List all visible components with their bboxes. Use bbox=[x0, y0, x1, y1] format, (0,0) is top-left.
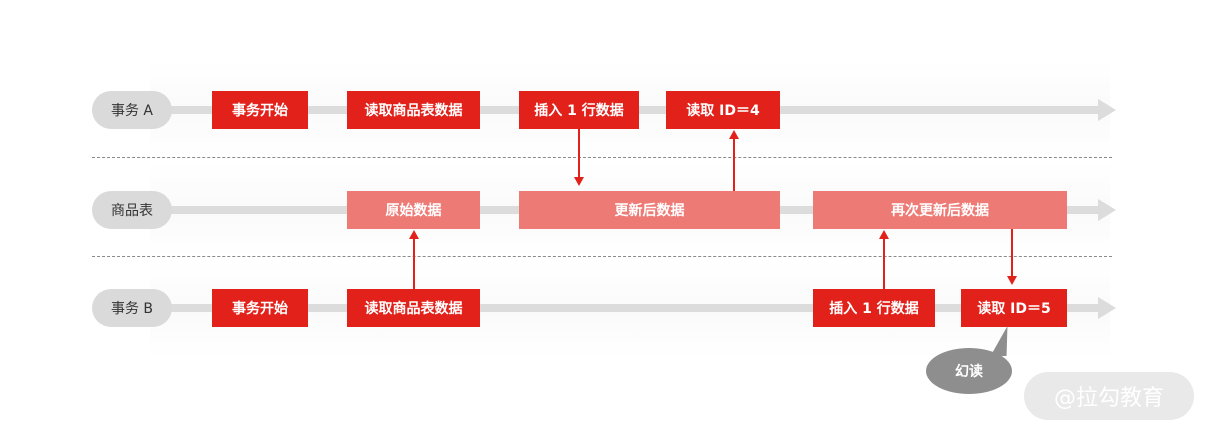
table-state-updated: 更新后数据 bbox=[519, 191, 780, 229]
lane-b-step-read-id: 读取 ID＝5 bbox=[961, 289, 1067, 327]
connector-b-read-arrow-icon bbox=[409, 230, 419, 239]
lane-b-label: 事务 B bbox=[92, 289, 172, 327]
table-state-original: 原始数据 bbox=[347, 191, 480, 229]
connector-b-insert-line bbox=[883, 239, 885, 289]
connector-b-read-id-arrow-icon bbox=[1007, 276, 1017, 285]
lane-a-arrow-icon bbox=[1098, 99, 1116, 121]
lane-a-step-insert: 插入 1 行数据 bbox=[519, 91, 639, 129]
connector-a-read-line bbox=[733, 139, 735, 191]
watermark: @拉勾教育 bbox=[1024, 372, 1194, 420]
phantom-read-callout: 幻读 bbox=[926, 348, 1012, 394]
connector-b-insert-arrow-icon bbox=[879, 230, 889, 239]
divider-bottom bbox=[92, 256, 1112, 257]
connector-a-read-arrow-icon bbox=[729, 130, 739, 139]
connector-a-insert-line bbox=[578, 129, 580, 177]
lane-a-step-read-id: 读取 ID＝4 bbox=[666, 91, 780, 129]
lane-a-step-read: 读取商品表数据 bbox=[347, 91, 480, 129]
connector-b-read-id-line bbox=[1011, 229, 1013, 276]
lane-table-arrow-icon bbox=[1098, 199, 1116, 221]
lane-a-step-begin: 事务开始 bbox=[212, 91, 308, 129]
lane-table-label: 商品表 bbox=[92, 191, 172, 229]
lane-b-timeline bbox=[150, 304, 1100, 312]
lane-a-label: 事务 A bbox=[92, 91, 172, 129]
lane-b-arrow-icon bbox=[1098, 297, 1116, 319]
lane-b-step-begin: 事务开始 bbox=[212, 289, 308, 327]
connector-a-insert-arrow-icon bbox=[574, 177, 584, 186]
connector-b-read-line bbox=[413, 239, 415, 289]
lane-b-step-insert: 插入 1 行数据 bbox=[813, 289, 935, 327]
table-state-updated-again: 再次更新后数据 bbox=[813, 191, 1067, 229]
divider-top bbox=[92, 157, 1112, 158]
lane-b-step-read: 读取商品表数据 bbox=[347, 289, 480, 327]
